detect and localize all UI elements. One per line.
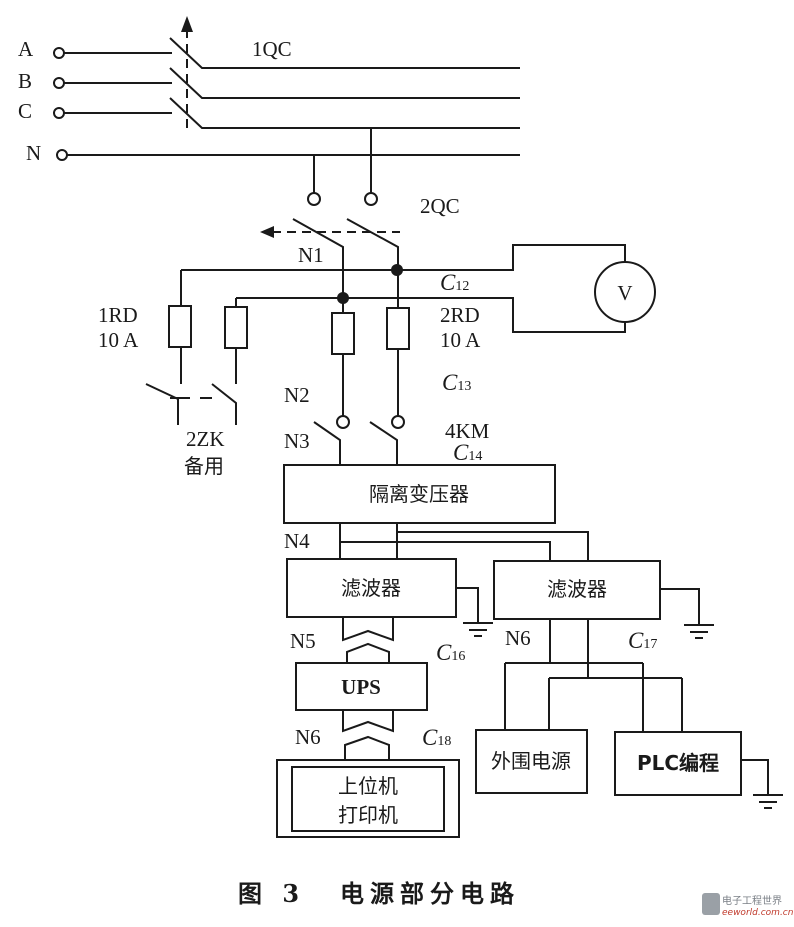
label-n5: N5 <box>290 629 316 653</box>
label-c14: C14 <box>453 440 482 465</box>
label-2zk-note: 备用 <box>184 454 224 478</box>
terminal-b-label: B <box>18 69 32 93</box>
caption-title: 电源部分电路 <box>340 879 520 908</box>
label-n6-right: N6 <box>505 626 531 650</box>
breaker-1qc: 1QC <box>64 16 520 156</box>
voltmeter <box>594 261 656 323</box>
label-2qc: 2QC <box>420 194 460 218</box>
terminal-a-label: A <box>18 37 34 61</box>
plc-programming-label: PLC编程 <box>637 751 719 775</box>
peripheral-power-label: 外围电源 <box>491 749 571 773</box>
ground-icon <box>456 587 493 637</box>
logo-text-cn: 电子工程世界 <box>722 894 782 907</box>
host-label-line2: 打印机 <box>338 803 398 827</box>
fuses: 1RD 10 A 2RD 10 A C13 <box>98 270 481 425</box>
plc-programming-box <box>614 731 742 796</box>
peripheral-power-box <box>475 729 588 794</box>
label-2rd-rating: 10 A <box>440 328 481 352</box>
terminal-c <box>53 107 65 119</box>
label-2zk: 2ZK <box>186 427 225 451</box>
label-c17: C17 <box>628 628 657 653</box>
label-4km: 4KM <box>445 419 490 443</box>
breaker-2qc: 2QC N1 <box>260 128 460 422</box>
label-c16: C16 <box>436 640 465 665</box>
host-label-line1: 上位机 <box>338 774 398 798</box>
fuse-1rd-left <box>168 305 192 348</box>
caption-figure-number: 图 3 <box>238 879 305 908</box>
ground-icon <box>741 759 783 809</box>
label-c13: C13 <box>442 370 471 395</box>
filter-right-label: 滤波器 <box>547 577 607 601</box>
ups-box <box>295 662 428 711</box>
arrow-left-icon <box>260 226 274 238</box>
label-n3: N3 <box>284 429 310 453</box>
label-n1: N1 <box>298 243 324 267</box>
ups-chain: N5 C16 UPS N6 C18 上位机 打印机 <box>276 617 465 838</box>
filter-right: 滤波器 <box>493 560 714 639</box>
filter-left-label: 滤波器 <box>341 576 401 600</box>
host-inner-box <box>291 766 445 832</box>
arrow-up-icon <box>181 16 193 32</box>
fuse-1rd-right <box>224 306 248 349</box>
label-n4: N4 <box>284 529 310 553</box>
terminal-a <box>53 47 65 59</box>
input-terminals: A B C N <box>18 37 68 165</box>
voltmeter-label: V <box>617 281 632 305</box>
label-1rd: 1RD <box>98 303 138 327</box>
label-c12: C12 <box>440 270 469 295</box>
eeworld-logo: 电子工程世界 eeworld.com.cn <box>702 893 794 918</box>
ground-icon <box>660 588 714 639</box>
label-1rd-rating: 10 A <box>98 328 139 352</box>
distribution-bus: V C12 <box>181 244 656 333</box>
isolation-transformer-label: 隔离变压器 <box>369 482 469 506</box>
terminal-n <box>56 149 68 161</box>
isolation-transformer: 隔离变压器 N4 <box>283 464 589 561</box>
fuse-2rd-left <box>331 312 355 355</box>
logo-text-en: eeworld.com.cn <box>722 908 794 918</box>
ups-label: UPS <box>341 675 381 699</box>
label-2rd: 2RD <box>440 303 480 327</box>
label-1qc: 1QC <box>252 37 292 61</box>
terminal-n-label: N <box>26 141 41 165</box>
terminal-c-label: C <box>18 99 32 123</box>
right-branch: N6 C17 外围电源 PLC编程 <box>475 619 783 809</box>
fuse-2rd-right <box>386 307 410 350</box>
figure-caption: 图 3 电源部分电路 <box>238 879 520 908</box>
terminal-b <box>53 77 65 89</box>
label-n6-left: N6 <box>295 725 321 749</box>
label-c18: C18 <box>422 725 451 750</box>
switch-2zk: 2ZK 备用 <box>145 383 240 478</box>
contactor-4km: N2 N3 4KM C14 <box>284 383 490 465</box>
filter-left: 滤波器 <box>286 558 493 637</box>
label-n2: N2 <box>284 383 310 407</box>
